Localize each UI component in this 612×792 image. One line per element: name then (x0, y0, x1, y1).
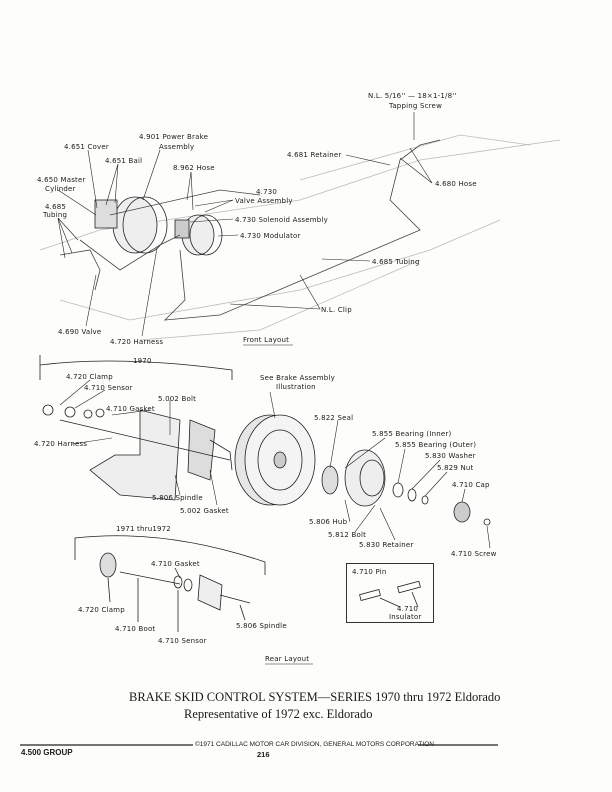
page-number: 216 (257, 750, 270, 759)
label-solenoid: 4.730 Solenoid Assembly (235, 216, 328, 224)
label-harness-rear: 4.720 Harness (34, 440, 88, 448)
brake-drum (234, 414, 316, 506)
label-power-brake: 4.901 Power Brake (139, 133, 209, 141)
label-1971-1972: 1971 thru1972 (116, 525, 171, 533)
label-cap: 4.710 Cap (452, 481, 490, 489)
label-harness-front: 4.720 Harness (110, 338, 164, 346)
label-bolt-5812: 5.812 Bolt (328, 531, 367, 539)
label-cover: 4.651 Cover (64, 143, 109, 151)
label-pin: 4.710 Pin (352, 568, 387, 576)
label-bearing-outer: 5.855 Bearing (Outer) (395, 441, 477, 449)
label-tubing: 4.685 Tubing (372, 258, 420, 266)
label-insulator: 4.710 (397, 605, 419, 613)
label-clamp-1971: 4.720 Clamp (78, 606, 125, 614)
label-valve-assembly: 4.730 (256, 188, 278, 196)
label-bolt-5002: 5.002 Bolt (158, 395, 197, 403)
group-number: 4.500 GROUP (21, 748, 73, 757)
label-tubing-front: 4.685 (45, 203, 67, 211)
label-gasket-5002: 5.002 Gasket (180, 507, 229, 515)
hub-assembly (321, 449, 491, 526)
label-master-cylinder: 4.650 Master (37, 176, 86, 184)
label-hose-4680: 4.680 Hose (435, 180, 477, 188)
label-bearing-inner: 5.855 Bearing (Inner) (372, 430, 452, 438)
front-body-outline (39, 134, 561, 341)
label-clip: N.L. Clip (321, 306, 352, 314)
label-valve-assembly-2: Valve Assembly (235, 197, 293, 205)
label-spindle-1971: 5.806 Spindle (236, 622, 287, 630)
label-sensor-1970: 4.710 Sensor (84, 384, 133, 392)
label-seal: 5.822 Seal (314, 414, 354, 422)
label-nut: 5.829 Nut (437, 464, 474, 472)
label-tubing-front-2: Tubing (43, 211, 68, 219)
figure-subtitle: Representative of 1972 exc. Eldorado (184, 707, 373, 721)
label-gasket-1971: 4.710 Gasket (151, 560, 200, 568)
label-boot: 4.710 Boot (115, 625, 156, 633)
label-hub: 5.806 Hub (309, 518, 348, 526)
leader-lines (57, 112, 433, 337)
label-tapping-screw-2: Tapping Screw (389, 102, 442, 110)
label-master-cylinder-2: Cylinder (45, 185, 76, 193)
pin-insulator-detail-box (346, 563, 434, 623)
label-insulator-2: Insulator (389, 613, 422, 621)
power-brake-booster (94, 196, 223, 256)
label-power-brake-2: Assembly (159, 143, 195, 151)
front-layout-heading: Front Layout (243, 336, 290, 344)
label-modulator: 4.730 Modulator (240, 232, 301, 240)
label-retainer: 4.681 Retainer (287, 151, 342, 159)
brake-tubing (59, 139, 441, 321)
label-bail: 4.651 Bail (105, 157, 143, 165)
label-see-brake: See Brake Assembly (260, 374, 335, 382)
rear-leader-lines (59, 379, 491, 549)
label-sensor-1971: 4.710 Sensor (158, 637, 207, 645)
rear-layout-heading: Rear Layout (265, 655, 310, 663)
label-see-brake-2: Illustration (276, 383, 316, 391)
label-screw: 4.710 Screw (451, 550, 497, 558)
copyright-notice: ©1971 CADILLAC MOTOR CAR DIVISION, GENER… (195, 741, 434, 748)
label-valve: 4.690 Valve (58, 328, 102, 336)
label-clamp-1970: 4.720 Clamp (66, 373, 113, 381)
label-tapping-screw: N.L. 5/16'' — 18×1-1/8'' (368, 92, 457, 100)
label-1970: 1970 (133, 357, 152, 365)
rear-1970-bracket (39, 355, 233, 501)
label-spindle-1970: 5.806 Spindle (152, 494, 203, 502)
label-gasket-1970: 4.710 Gasket (106, 405, 155, 413)
label-retainer-rear: 5.830 Retainer (359, 541, 414, 549)
label-washer: 5.830 Washer (425, 452, 476, 460)
rear-1971-bracket (74, 535, 266, 632)
figure-title: BRAKE SKID CONTROL SYSTEM—SERIES 1970 th… (129, 690, 501, 704)
label-hose-8962: 8.962 Hose (173, 164, 215, 172)
pin-insulator-parts (359, 580, 421, 608)
